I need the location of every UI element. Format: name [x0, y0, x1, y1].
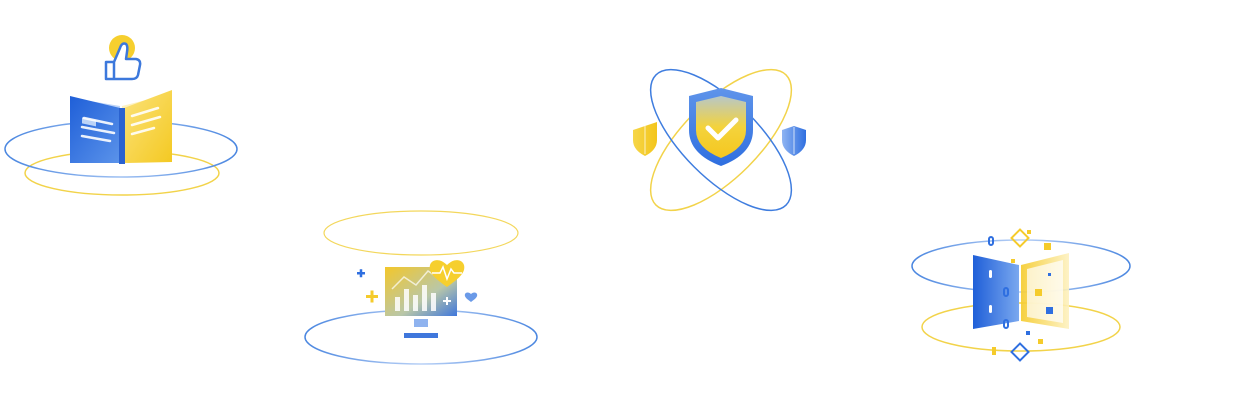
small-heart-icon — [464, 292, 478, 302]
heart-icon — [429, 260, 465, 287]
monitor-ring-yellow — [323, 210, 519, 256]
diamond-yellow — [1010, 228, 1030, 248]
main-shield-inner — [696, 96, 746, 158]
health-monitor-icon — [300, 205, 545, 375]
diamond-blue — [1010, 342, 1030, 362]
checkmark-icon — [705, 117, 739, 141]
door-blue-panel — [973, 255, 1019, 329]
binary-digits — [988, 236, 1009, 329]
monitor-base — [404, 333, 438, 338]
data-door-icon — [905, 225, 1140, 370]
plus-icon — [443, 297, 451, 305]
heartbeat-line — [432, 265, 462, 282]
thumbs-up-icon — [104, 42, 142, 81]
plus-icon — [366, 290, 378, 303]
monitor-neck — [414, 319, 428, 327]
data-particles — [992, 230, 1053, 355]
plus-icon — [357, 269, 365, 278]
book-right-page — [124, 90, 172, 163]
thumbs-up-book-icon — [0, 28, 245, 208]
security-shield-icon — [625, 60, 815, 220]
monitor-chart-bars — [395, 285, 436, 311]
